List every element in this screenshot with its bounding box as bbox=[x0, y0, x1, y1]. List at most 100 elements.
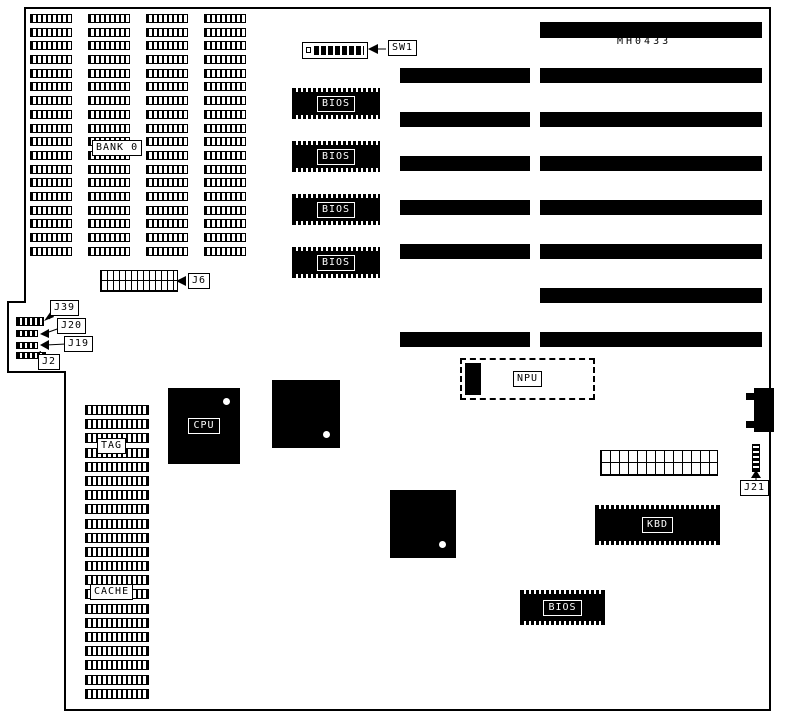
isa-slot bbox=[540, 244, 762, 259]
sram-chip bbox=[85, 674, 149, 685]
memory-chip bbox=[204, 219, 246, 229]
din-pin-nub bbox=[746, 421, 754, 428]
sw1-label: SW1 bbox=[388, 40, 418, 56]
memory-chip bbox=[204, 164, 246, 174]
j39-connector bbox=[16, 317, 44, 326]
memory-chip bbox=[88, 178, 130, 188]
memory-chip bbox=[204, 82, 246, 92]
memory-chip bbox=[88, 219, 130, 229]
npu-chip-body bbox=[465, 363, 481, 395]
memory-chip bbox=[30, 150, 72, 160]
memory-chip bbox=[146, 96, 188, 106]
memory-chip bbox=[146, 55, 188, 65]
j19-label: J19 bbox=[64, 336, 94, 352]
memory-chip bbox=[204, 41, 246, 51]
sram-chip bbox=[85, 603, 149, 614]
memory-chip bbox=[146, 219, 188, 229]
bios-chip-label: BIOS bbox=[543, 599, 582, 616]
memory-chip bbox=[30, 164, 72, 174]
tag-label: TAG bbox=[97, 438, 127, 454]
bios-chip-label: BIOS bbox=[316, 254, 356, 271]
memory-chip bbox=[88, 82, 130, 92]
memory-chip bbox=[204, 246, 246, 256]
bios-chip-label: BIOS bbox=[316, 148, 356, 165]
isa-slot-extension bbox=[400, 244, 530, 259]
memory-chip bbox=[88, 55, 130, 65]
memory-chip bbox=[204, 191, 246, 201]
isa-slot bbox=[540, 68, 762, 83]
pin1-dot bbox=[323, 431, 330, 438]
memory-chip bbox=[30, 27, 72, 37]
isa-slot bbox=[540, 200, 762, 215]
sram-chip bbox=[85, 688, 149, 699]
memory-chip bbox=[204, 205, 246, 215]
memory-chip bbox=[88, 191, 130, 201]
memory-chip bbox=[204, 55, 246, 65]
memory-chip bbox=[146, 41, 188, 51]
memory-chip bbox=[146, 27, 188, 37]
memory-chip bbox=[30, 82, 72, 92]
bios-chip-3: BIOS bbox=[292, 194, 380, 225]
memory-chip bbox=[30, 96, 72, 106]
memory-chip bbox=[204, 137, 246, 147]
j21-label: J21 bbox=[740, 480, 770, 496]
bios-chip-2: BIOS bbox=[292, 141, 380, 172]
sram-chip bbox=[85, 646, 149, 657]
memory-chip bbox=[146, 14, 188, 23]
memory-chip bbox=[88, 123, 130, 133]
bios-chip-label: BIOS bbox=[316, 95, 356, 112]
memory-chip bbox=[204, 27, 246, 37]
isa-slot bbox=[540, 112, 762, 127]
sram-chip bbox=[85, 475, 149, 486]
memory-chip bbox=[88, 27, 130, 37]
isa-slot-extension bbox=[400, 156, 530, 171]
memory-chip bbox=[146, 123, 188, 133]
memory-chip bbox=[30, 55, 72, 65]
memory-chip bbox=[204, 150, 246, 160]
sw1-switch-bank bbox=[314, 46, 364, 55]
isa-slot-extension bbox=[400, 332, 530, 347]
memory-chip bbox=[88, 205, 130, 215]
isa-slot-extension bbox=[400, 112, 530, 127]
memory-chip bbox=[146, 68, 188, 78]
j20-label: J20 bbox=[57, 318, 87, 334]
j6-connector bbox=[100, 270, 178, 292]
memory-chip bbox=[204, 14, 246, 23]
npu-label: NPU bbox=[512, 371, 543, 387]
memory-chip bbox=[146, 82, 188, 92]
memory-chip bbox=[146, 164, 188, 174]
isa-slot-extension bbox=[400, 200, 530, 215]
simm-column-3 bbox=[146, 14, 188, 256]
memory-chip bbox=[30, 137, 72, 147]
memory-chip bbox=[30, 233, 72, 242]
memory-chip bbox=[204, 96, 246, 106]
bios-chip-5: BIOS bbox=[520, 590, 605, 625]
sram-chip bbox=[85, 546, 149, 557]
memory-chip bbox=[88, 233, 130, 242]
board-outline bbox=[7, 7, 771, 711]
memory-chip bbox=[30, 178, 72, 188]
memory-chip bbox=[204, 123, 246, 133]
sram-chip bbox=[85, 504, 149, 515]
sram-chip bbox=[85, 419, 149, 430]
isa-slot bbox=[540, 288, 762, 303]
bank0-label: BANK 0 bbox=[92, 140, 143, 156]
bios-chip-1: BIOS bbox=[292, 88, 380, 119]
j19-leader bbox=[45, 343, 67, 346]
sw1-position1-marker bbox=[306, 47, 311, 53]
sram-chip bbox=[85, 632, 149, 642]
npu-socket: NPU bbox=[460, 358, 595, 400]
memory-chip bbox=[30, 219, 72, 229]
memory-chip bbox=[146, 205, 188, 215]
memory-chip bbox=[30, 123, 72, 133]
memory-chip bbox=[30, 191, 72, 201]
pin1-dot bbox=[223, 398, 230, 405]
isa-slot bbox=[540, 156, 762, 171]
sram-chip bbox=[85, 490, 149, 501]
memory-chip bbox=[204, 68, 246, 78]
memory-chip bbox=[146, 246, 188, 256]
bios-chip-label: BIOS bbox=[316, 201, 356, 218]
isa-slot-extension bbox=[400, 68, 530, 83]
memory-chip bbox=[88, 109, 130, 119]
